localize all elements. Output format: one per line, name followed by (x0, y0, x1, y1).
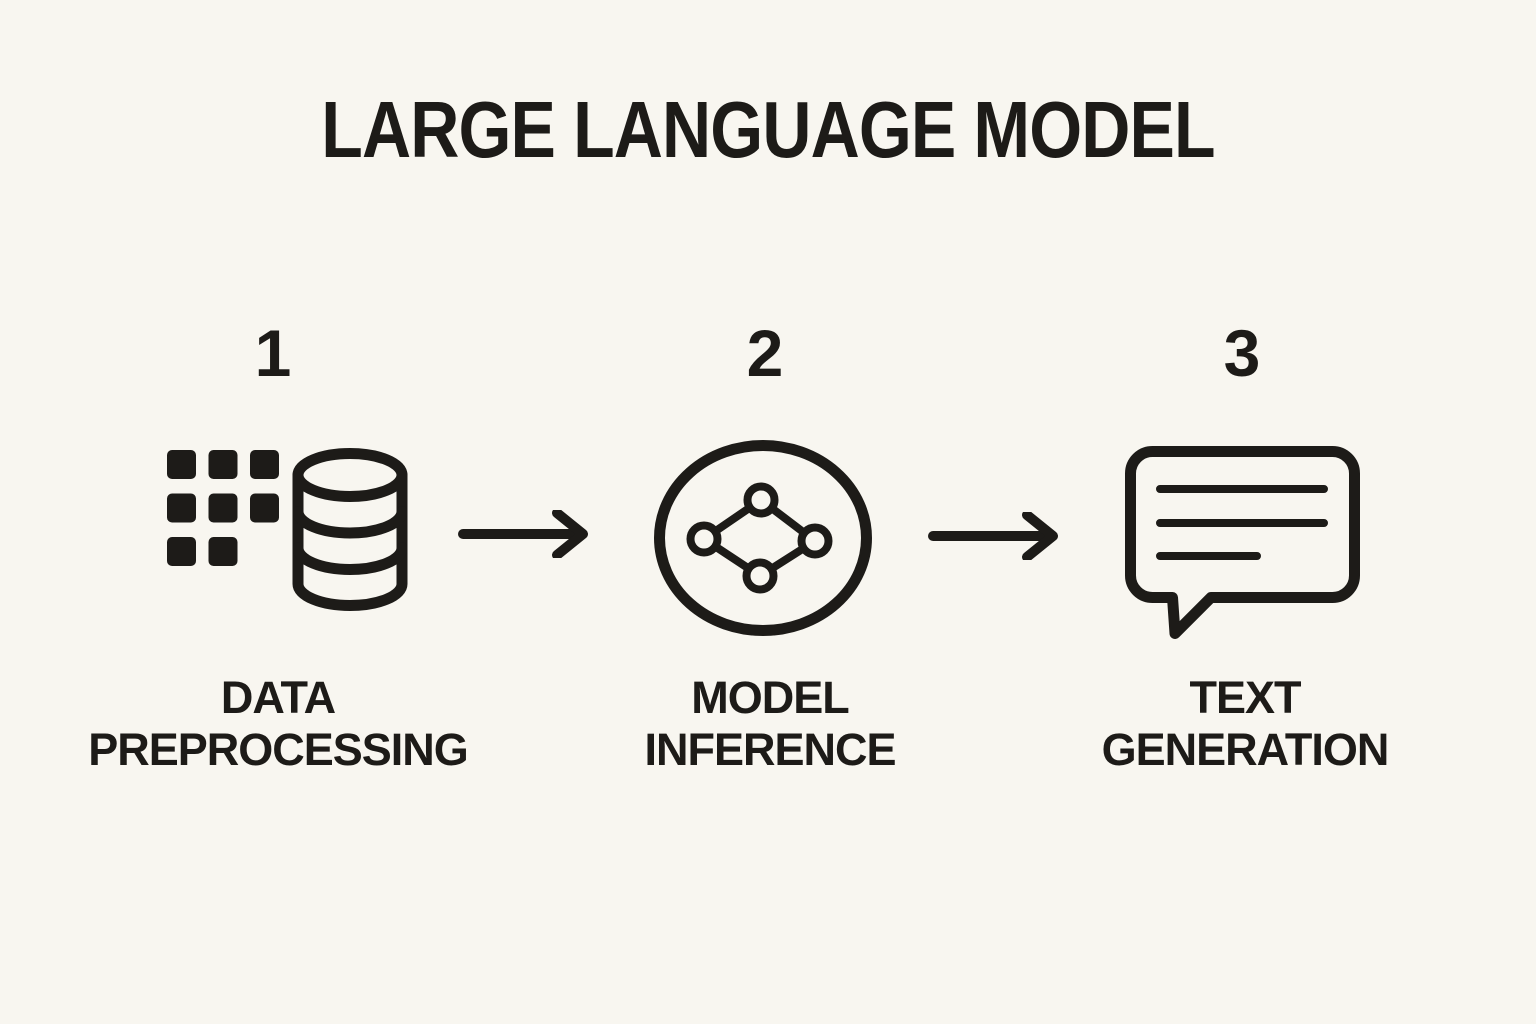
network-diamond-icon (654, 440, 872, 636)
step-2-label: MODEL INFERENCE (644, 672, 896, 775)
grid-icon (167, 450, 279, 566)
arrow-right-icon (458, 510, 588, 558)
step-2-number: 2 (746, 316, 784, 390)
step-3-label: TEXT GENERATION (1101, 672, 1390, 775)
diagram-title: LARGE LANGUAGE MODEL (321, 85, 1215, 174)
database-icon (292, 448, 408, 611)
step-3-number: 3 (1223, 316, 1261, 390)
step-1-label: DATA PREPROCESSING (88, 672, 469, 775)
arrow-right-icon (928, 512, 1058, 560)
step-1-number: 1 (254, 316, 292, 390)
speech-bubble-icon (1125, 446, 1360, 639)
